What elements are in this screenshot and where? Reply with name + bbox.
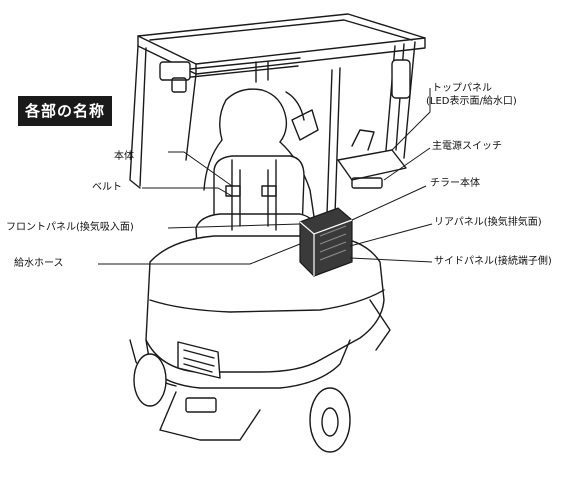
label-water-hose: 給水ホース (14, 258, 64, 269)
wheels (133, 299, 391, 453)
label-side-panel: サイドパネル(接続端子側) (434, 256, 552, 267)
page-title: 各部の名称 (18, 96, 113, 126)
label-main-switch: 主電源スイッチ (432, 141, 502, 152)
label-top-panel-sub: (LED表示面/給水口) (426, 96, 517, 107)
label-top-panel: トップパネル (432, 83, 492, 94)
mirror-lamp (159, 59, 411, 99)
chiller-unit (299, 207, 353, 277)
label-chiller-body: チラー本体 (430, 178, 480, 189)
leader-lines (98, 88, 433, 265)
canopy-roof (137, 13, 426, 75)
brand-plate (177, 341, 221, 379)
label-rear-panel: リアパネル(換気排気面) (434, 217, 542, 228)
label-front-panel: フロントパネル(換気吸入面) (6, 222, 134, 233)
dashboard (337, 129, 407, 189)
label-belt: ベルト (92, 182, 122, 193)
label-main-body: 本体 (114, 151, 134, 162)
